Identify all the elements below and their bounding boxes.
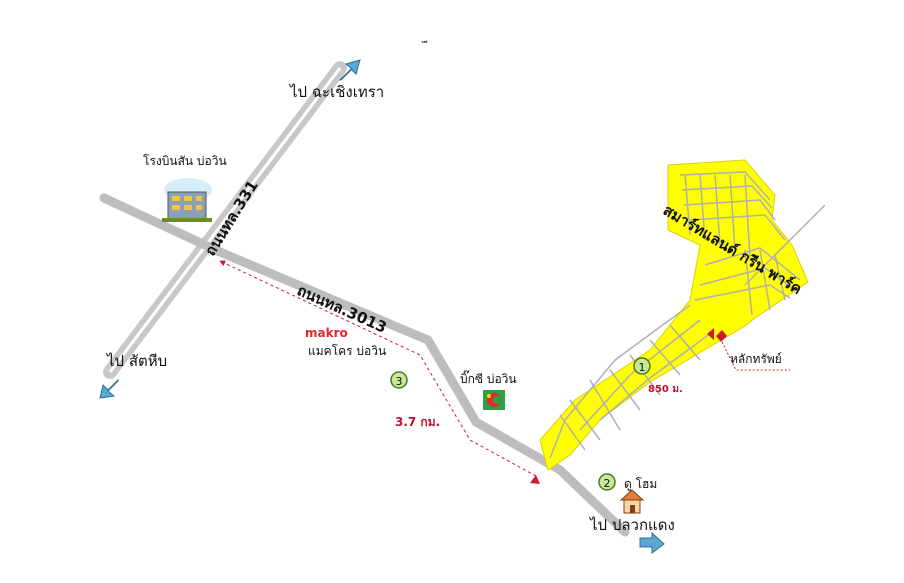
marker-1: 1 [633,357,651,375]
landmark-label: หลักทรัพย์ [730,352,782,366]
makro-label: แมคโคร บ่อวิน [308,344,386,358]
label-to-sattahip: ไป สัตหีบ [106,352,167,370]
route-start-triangle [530,475,540,484]
bigc-label: บิ๊กซี บ่อวิน [460,370,517,386]
stray-mark: ั ี [421,40,428,51]
svg-text:3: 3 [396,375,403,388]
marker-3: 3 [390,371,408,389]
label-to-chachoengsao: ไป ฉะเชิงเทรา [289,83,384,101]
blue-arrow-icon [639,531,665,554]
airport-label: โรงบินสัน บ่อวิน [143,154,227,168]
route-line [219,260,537,477]
svg-text:1: 1 [639,361,646,374]
makro-logo: makro [305,326,348,340]
building-icon [162,178,212,222]
house-icon [619,489,645,514]
marker-2: 2 [598,473,616,491]
blue-arrow-icon [99,378,119,399]
distance-850m: 850 ม. [648,384,683,395]
bigc-logo-icon [483,390,505,410]
blue-arrow-icon [338,59,361,81]
distance-3-7km: 3.7 กม. [395,415,440,429]
location-marker-icon [707,328,790,371]
label-to-pluak-daeng: ไป ปลวกแดง [589,516,675,534]
road-331 [103,61,347,379]
svg-text:2: 2 [604,477,611,490]
project-area [539,159,826,471]
home-label: ดู โฮม [624,477,657,492]
road-3013 [99,193,630,537]
